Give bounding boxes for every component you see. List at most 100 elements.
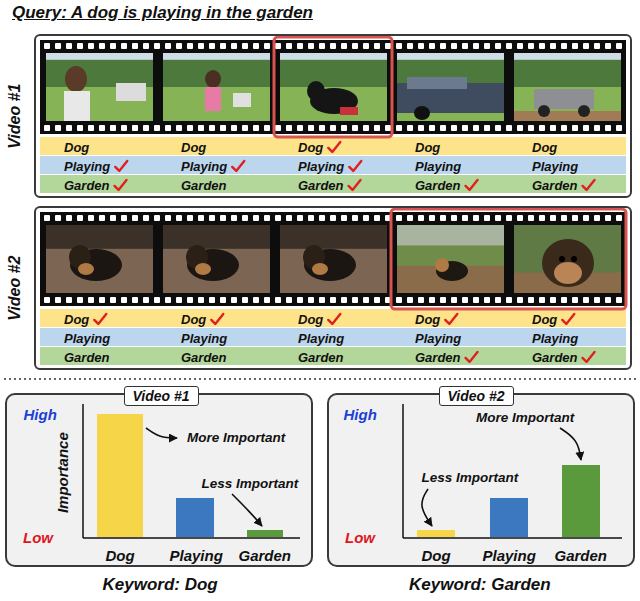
sprocket-hole [220,125,226,131]
check-mark [115,180,127,190]
sprocket-hole [506,43,512,49]
sprocket-hole [275,215,281,221]
sprocket-hole [209,297,215,303]
sprocket-hole [330,125,336,131]
sprocket-hole [99,215,105,221]
sprocket-hole [539,43,545,49]
sprocket-hole [594,297,600,303]
sprocket-hole [253,125,259,131]
frame-image [397,225,504,293]
frame-image [46,53,153,121]
sprocket-hole [473,43,479,49]
sprocket-hole [429,43,435,49]
sprocket-hole [440,125,446,131]
chart-text: Dog [106,547,135,564]
sprocket-hole [352,125,358,131]
sprocket-hole [572,43,578,49]
sprocket-hole [451,125,457,131]
band-fill [40,328,626,346]
chart-text: Less Important [202,476,299,492]
sprocket-hole [451,297,457,303]
check-mark [115,161,127,171]
sprocket-hole [594,215,600,221]
sprocket-hole [319,215,325,221]
frame-image [280,60,387,87]
sprocket-hole [132,215,138,221]
chart-panel: HighMore ImportantLess ImportantLowDogPl… [327,393,635,567]
frame-image [280,87,387,121]
check-mark [211,314,223,324]
sprocket-hole [561,125,567,131]
keyword-label: Playing [64,160,110,175]
sprocket-hole [176,43,182,49]
band-fill [40,309,626,327]
sprocket-hole [484,125,490,131]
sprocket-hole [308,125,314,131]
check-mark [349,161,361,171]
frame-image [514,225,621,293]
chart-text: Playing [483,547,536,564]
sprocket-hole [88,215,94,221]
sprocket-hole [275,43,281,49]
sprocket-hole [363,43,369,49]
sprocket-hole [297,125,303,131]
sprocket-hole [506,125,512,131]
sprocket-hole [275,297,281,303]
frame-image [65,66,87,92]
sprocket-hole [88,125,94,131]
chart-title: Video #2 [448,388,505,404]
sprocket-hole [77,125,83,131]
frame-image [397,53,504,121]
sprocket-hole [220,215,226,221]
band-fill [40,156,626,174]
panel-fill [327,393,635,567]
chart-text: Dog [422,547,451,564]
frame-image [559,256,565,262]
sprocket-hole [407,297,413,303]
sprocket-hole [99,297,105,303]
frame-image [407,77,467,89]
sprocket-hole [363,297,369,303]
sprocket-hole [132,125,138,131]
sprocket-hole [451,215,457,221]
frame-image [195,263,211,275]
frame-image [205,70,221,88]
sprocket-hole [561,215,567,221]
sprocket-hole [121,43,127,49]
keyword-label: Playing [415,160,461,175]
sprocket-hole [341,297,347,303]
sprocket-hole [385,125,391,131]
sprocket-hole [44,125,50,131]
frame-image [163,225,270,293]
sprocket-hole [44,43,50,49]
chart-text: Keyword: Garden [409,575,551,595]
sprocket-hole [264,43,270,49]
sprocket-hole [132,297,138,303]
sprocket-hole [583,43,589,49]
sprocket-hole [495,215,501,221]
sprocket-hole [308,43,314,49]
check-mark [328,314,340,324]
sprocket-hole [495,297,501,303]
sprocket-hole [528,43,534,49]
sprocket-hole [66,215,72,221]
sprocket-hole [418,215,424,221]
sprocket-hole [198,215,204,221]
sprocket-hole [341,43,347,49]
sprocket-hole [77,215,83,221]
frame-image [163,225,270,249]
sprocket-hole [44,215,50,221]
sprocket-hole [517,297,523,303]
sprocket-hole [550,43,556,49]
sprocket-hole [517,43,523,49]
sprocket-hole [187,297,193,303]
sprocket-hole [176,215,182,221]
keyword-label: Garden [415,179,461,194]
sprocket-hole [440,297,446,303]
check-mark [94,314,106,324]
sprocket-hole [462,43,468,49]
frame-image [414,106,430,120]
sprocket-hole [66,43,72,49]
check-mark [349,180,361,190]
sprocket-hole [77,43,83,49]
